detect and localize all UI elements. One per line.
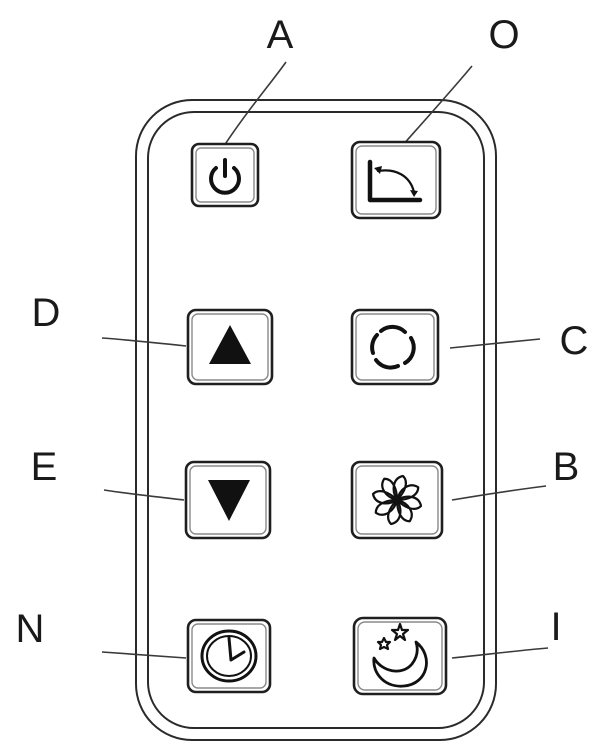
fan-icon	[371, 474, 423, 526]
label-n: N	[16, 607, 45, 651]
label-b: B	[553, 445, 580, 489]
label-o: O	[488, 13, 519, 57]
label-a: A	[267, 13, 294, 57]
label-i: I	[550, 605, 561, 649]
moon-stars-icon	[372, 622, 428, 688]
leader-line-o	[401, 65, 473, 147]
power-button[interactable]	[190, 142, 260, 208]
label-e: E	[31, 445, 58, 489]
fan-button[interactable]	[350, 460, 444, 540]
leader-line-e	[103, 489, 185, 501]
swing-button[interactable]	[350, 140, 442, 220]
leader-line-b	[451, 485, 547, 501]
up-button[interactable]	[186, 308, 274, 386]
leader-line-i	[451, 647, 549, 659]
triangle-down-icon	[208, 480, 250, 521]
swing-icon	[367, 159, 423, 203]
triangle-up-icon	[209, 325, 251, 364]
mode-button[interactable]	[350, 308, 440, 386]
power-icon	[209, 158, 241, 195]
leader-lines	[101, 61, 549, 659]
leader-line-a	[223, 61, 287, 147]
leader-line-c	[449, 338, 541, 349]
clock-icon	[200, 629, 258, 683]
label-d: D	[32, 291, 61, 335]
mode-cycle-icon	[370, 324, 416, 370]
remote-body	[135, 99, 497, 741]
leader-line-d	[101, 337, 187, 347]
down-button[interactable]	[184, 460, 272, 540]
label-c: C	[560, 319, 589, 363]
sleep-button[interactable]	[352, 616, 448, 696]
callout-labels: A O D C E B N I	[16, 13, 589, 651]
timer-button[interactable]	[186, 618, 272, 694]
leader-line-n	[101, 651, 187, 659]
